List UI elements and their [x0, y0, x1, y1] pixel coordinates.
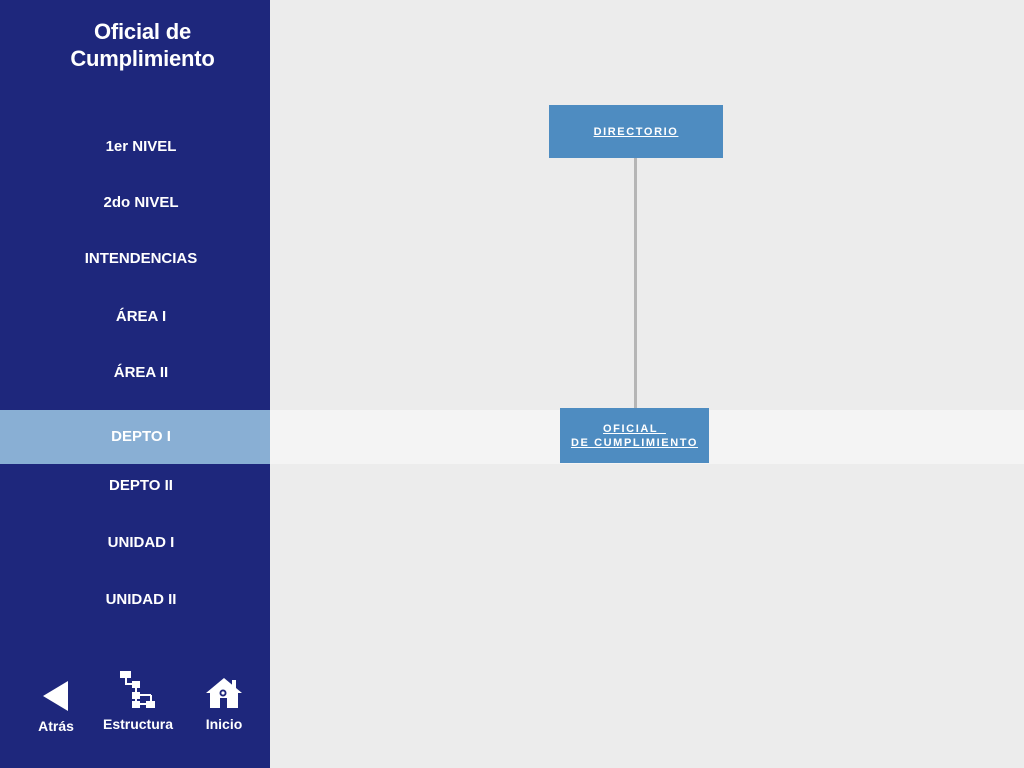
hierarchy-icon	[120, 671, 155, 708]
sidebar-active-highlight	[0, 410, 270, 464]
structure-label: Estructura	[102, 716, 174, 732]
sidebar-item-depto-ii[interactable]: DEPTO II	[109, 477, 173, 494]
sidebar-item-area-ii[interactable]: ÁREA II	[113, 364, 169, 381]
org-box-oficial-line1: OFICIAL_	[603, 422, 666, 435]
sidebar-item-unidad-i[interactable]: UNIDAD I	[107, 534, 175, 551]
org-box-oficial-line2: DE CUMPLIMIENTO	[570, 436, 699, 449]
sidebar-item-area-i[interactable]: ÁREA I	[115, 308, 167, 325]
org-box-oficial-cumplimiento[interactable]: OFICIAL_ DE CUMPLIMIENTO	[560, 408, 709, 463]
home-button[interactable]: Inicio	[198, 676, 250, 732]
home-icon	[206, 678, 242, 708]
sidebar: Oficial de Cumplimiento 1er NIVEL 2do NI…	[0, 0, 270, 768]
back-label: Atrás	[38, 718, 74, 734]
sidebar-item-2do-nivel[interactable]: 2do NIVEL	[103, 194, 179, 211]
sidebar-item-unidad-ii[interactable]: UNIDAD II	[105, 591, 177, 608]
back-arrow-icon	[43, 681, 68, 711]
home-label: Inicio	[205, 716, 243, 732]
org-box-directorio-label: DIRECTORIO	[593, 125, 679, 138]
sidebar-item-depto-i[interactable]: DEPTO I	[111, 428, 171, 445]
sidebar-item-1er-nivel[interactable]: 1er NIVEL	[105, 138, 177, 155]
sidebar-title-line1: Oficial de	[93, 19, 192, 44]
sidebar-item-intendencias[interactable]: INTENDENCIAS	[84, 250, 198, 267]
structure-button[interactable]: Estructura	[98, 670, 178, 732]
sidebar-title: Oficial de Cumplimiento	[0, 18, 285, 72]
org-box-directorio[interactable]: DIRECTORIO	[549, 105, 723, 158]
sidebar-title-line2: Cumplimiento	[70, 46, 215, 71]
back-button[interactable]: Atrás	[30, 680, 82, 734]
org-connector-line	[634, 158, 637, 410]
